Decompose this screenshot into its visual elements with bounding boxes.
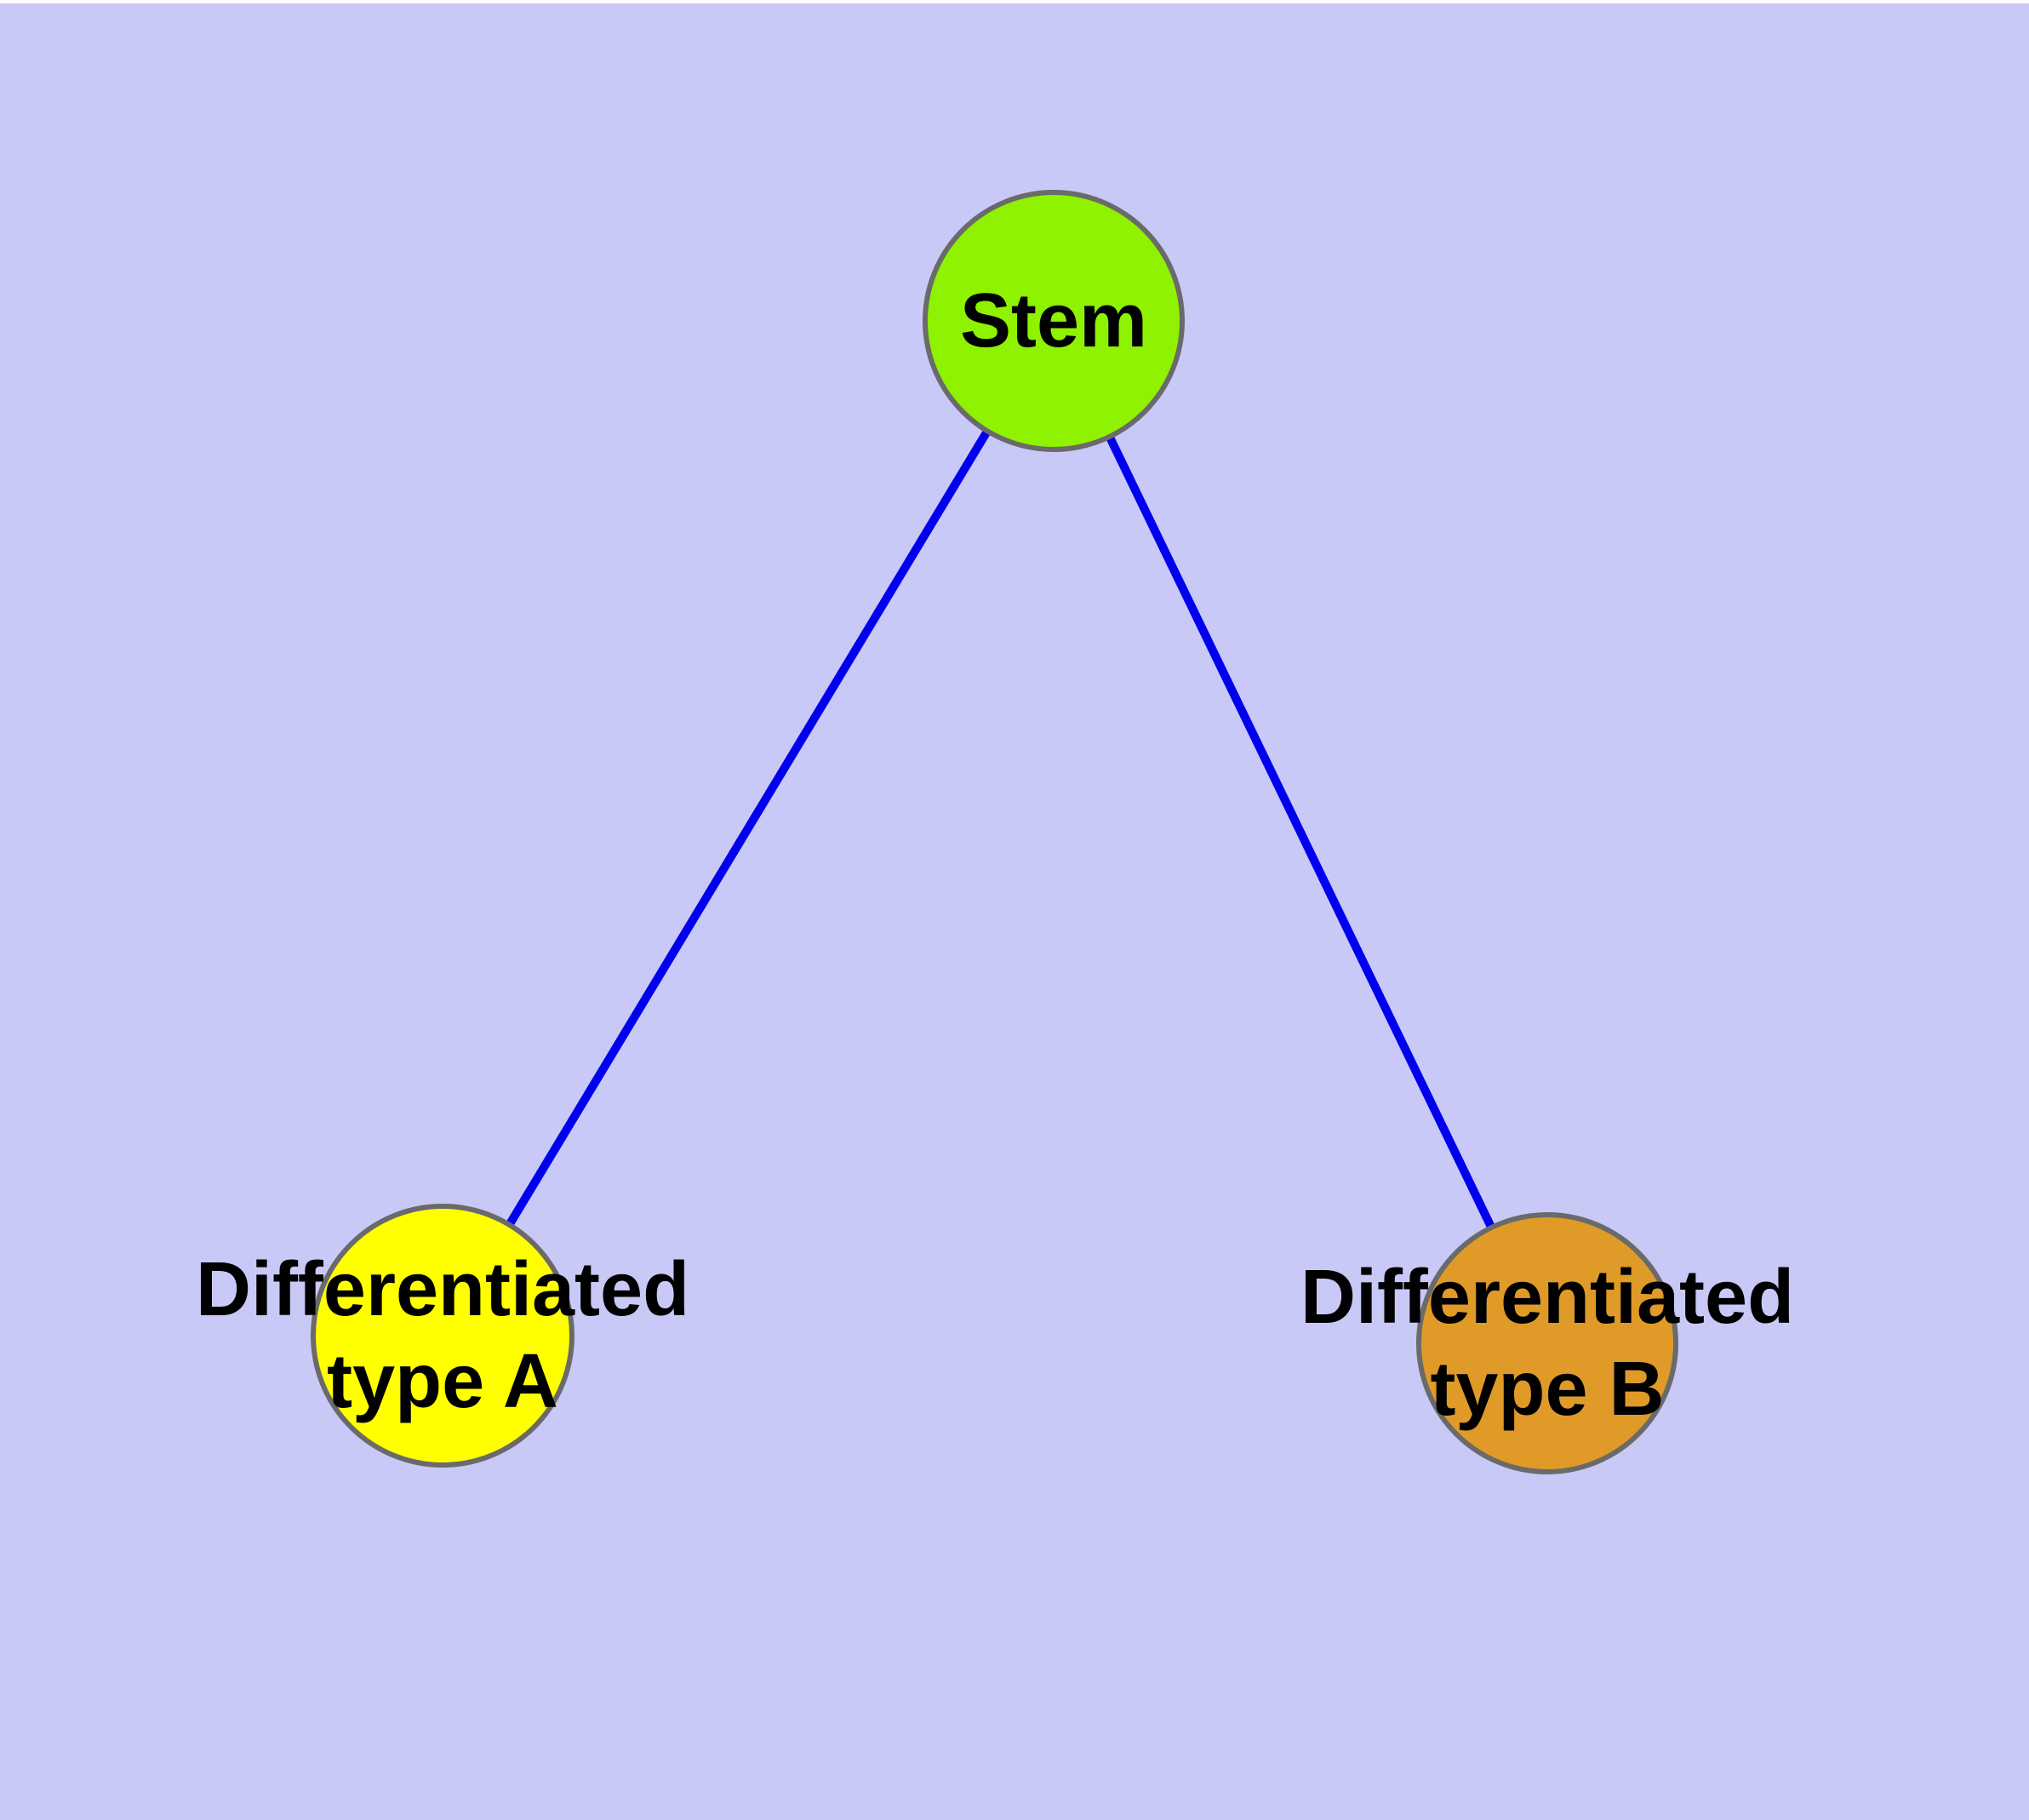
node-stem-circle: [923, 190, 1185, 452]
edge-stem-to-diff-type-b: [1049, 318, 1552, 1346]
diagram-canvas: Stem Differentiated type A Differentiate…: [0, 3, 2029, 1820]
edge-stem-to-diff-type-a: [438, 318, 1058, 1338]
node-diff-type-b-circle: [1416, 1212, 1678, 1474]
node-diff-type-a-circle: [311, 1204, 574, 1468]
graph: [311, 190, 1678, 1474]
